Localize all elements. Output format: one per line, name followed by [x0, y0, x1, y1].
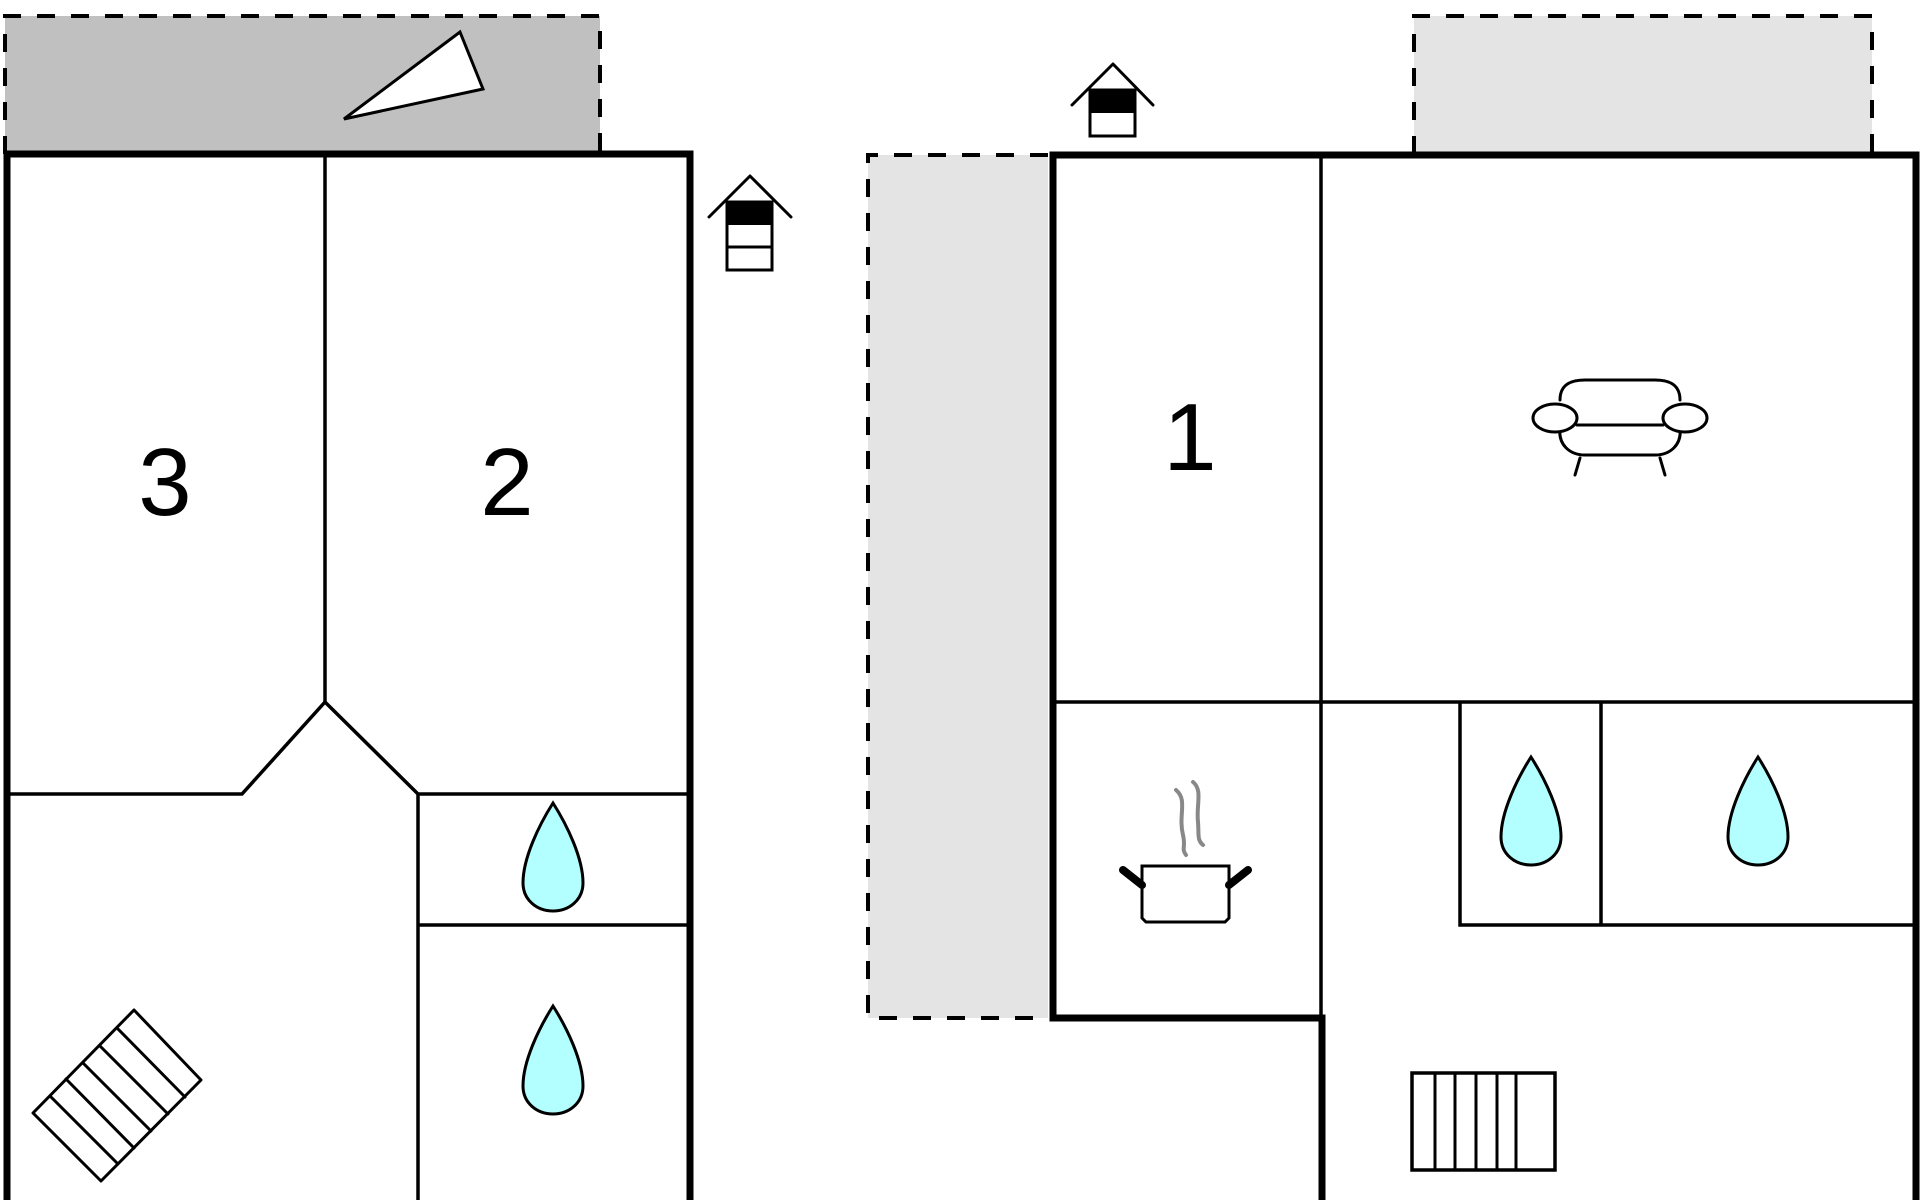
sofa-icon — [1531, 378, 1709, 477]
wall-bathrooms-right — [1458, 702, 1913, 927]
terrace-right-top-dashed-border — [1412, 14, 1874, 154]
room-label-3: 3 — [138, 429, 191, 536]
terrace-left — [5, 16, 600, 154]
wall-hall-upper — [7, 699, 690, 796]
terrace-right-top — [1414, 16, 1872, 154]
stairs-icon — [1410, 1071, 1557, 1172]
terrace-left-dashed-border — [3, 14, 602, 154]
cooking-pot-icon — [1119, 780, 1252, 924]
water-drop-icon — [521, 800, 585, 913]
floor-level-icon — [1070, 62, 1155, 138]
right-building-outer-wall — [1049, 151, 1920, 1200]
terrace-right-side-dashed-border — [866, 153, 1048, 1020]
sun-lounger-icon — [343, 29, 486, 121]
terrace-right-side — [868, 155, 1048, 1018]
room-label-1: 1 — [1163, 384, 1216, 491]
water-drop-icon — [1499, 754, 1563, 867]
room-label-2: 2 — [480, 429, 533, 536]
stairs-icon-diagonal — [31, 1008, 203, 1183]
water-drop-icon — [521, 1003, 585, 1116]
water-drop-icon — [1726, 754, 1790, 867]
left-building-outer-wall — [3, 150, 694, 1200]
floor-level-icon — [707, 174, 793, 272]
